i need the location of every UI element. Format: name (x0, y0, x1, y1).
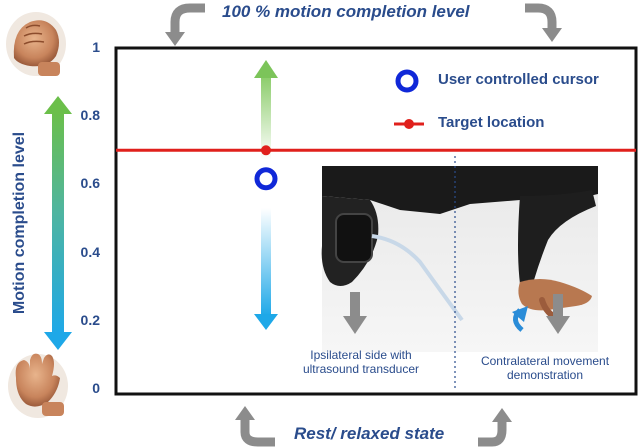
bottom-right-curved-arrow-icon (478, 408, 512, 447)
top-left-curved-arrow-icon (165, 3, 205, 46)
y-axis-label: Motion completion level (11, 131, 28, 315)
motion-level-double-arrow (44, 96, 72, 350)
contralateral-label: Contralateral movement demonstration (460, 354, 630, 382)
experiment-photo (321, 166, 598, 352)
ipsilateral-label-line1: Ipsilateral side with (310, 348, 412, 362)
y-tick-label: 0 (92, 380, 100, 396)
top-caption: 100 % motion completion level (222, 2, 470, 21)
y-tick-label: 0.6 (80, 175, 100, 192)
ipsilateral-label: Ipsilateral side with ultrasound transdu… (286, 348, 436, 376)
bottom-caption: Rest/ relaxed state (294, 424, 445, 443)
y-tick-label: 0.4 (80, 243, 100, 260)
top-right-curved-arrow-icon (525, 3, 562, 42)
target-dot (261, 145, 271, 156)
y-tick-label: 0.2 (80, 311, 100, 328)
legend-target-label: Target location (438, 114, 545, 131)
legend-target-symbol (394, 119, 424, 129)
open-hand-icon (8, 353, 68, 418)
y-tick-label: 0.8 (80, 107, 100, 124)
contralateral-label-line2: demonstration (506, 368, 584, 382)
cursor-track-arrow (254, 60, 278, 330)
y-tick-label: 1 (92, 39, 100, 55)
fist-hand-icon (6, 12, 66, 76)
user-cursor[interactable] (254, 167, 278, 191)
right-label-arrow (546, 294, 570, 334)
bottom-left-curved-arrow-icon (235, 406, 275, 447)
ipsilateral-label-line2: ultrasound transducer (302, 362, 420, 376)
left-label-arrow (343, 292, 367, 334)
curved-arrow-icon (512, 306, 528, 332)
legend-cursor-label: User controlled cursor (438, 71, 599, 88)
contralateral-label-line1: Contralateral movement (480, 354, 610, 368)
legend-cursor-symbol (395, 69, 419, 93)
